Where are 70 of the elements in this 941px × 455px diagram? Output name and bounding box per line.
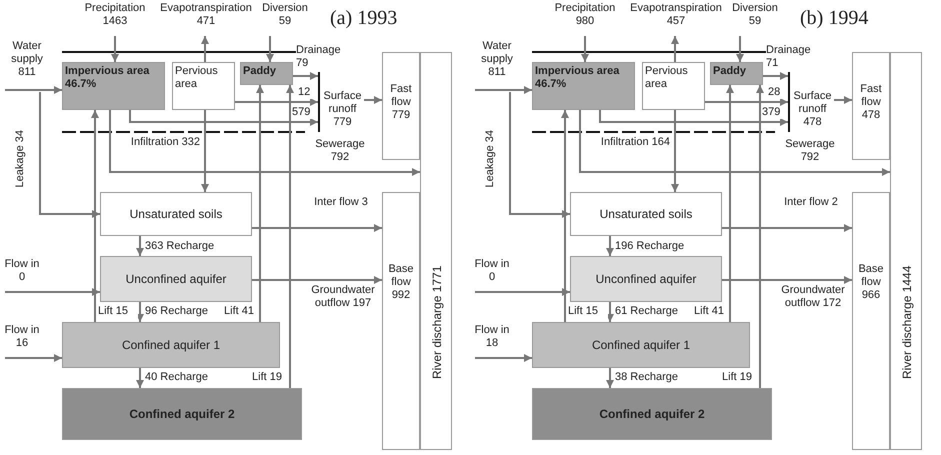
flow-arrow xyxy=(136,368,144,388)
flow-arrow xyxy=(364,96,382,104)
flow-arrow xyxy=(136,302,144,322)
flow-arrow xyxy=(722,224,852,232)
flow-arrow xyxy=(726,85,734,322)
flow-arrow xyxy=(252,276,382,284)
flow-arrow xyxy=(705,98,788,106)
aquifer-box: Confined aquifer 1 xyxy=(532,322,750,368)
flow-arrow xyxy=(722,276,852,284)
flow-arrow xyxy=(606,236,614,256)
flow-arrow xyxy=(475,288,570,296)
flow-arrow xyxy=(475,86,532,94)
runoff-label: Surface runoff 478 xyxy=(788,72,834,132)
flow-arrow xyxy=(599,110,788,126)
flow-arrow xyxy=(475,354,532,362)
flow-box: Base flow 992 xyxy=(382,192,420,450)
flow-box: Fast flow 779 xyxy=(382,52,420,160)
flow-arrow xyxy=(509,92,570,218)
flow-arrow xyxy=(286,85,294,388)
flow-arrow xyxy=(671,36,679,62)
land-area-box: Pervious area xyxy=(642,62,705,110)
flow-arrow xyxy=(763,72,788,80)
paddy-box: Paddy xyxy=(710,62,763,85)
flow-arrow xyxy=(579,110,890,176)
aquifer-box: Unconfined aquifer xyxy=(570,256,722,302)
flow-arrow xyxy=(834,96,852,104)
flow-arrow xyxy=(671,110,679,192)
runoff-label: Surface runoff 779 xyxy=(318,72,364,132)
paddy-box: Paddy xyxy=(240,62,293,85)
flow-arrow xyxy=(235,98,318,106)
aquifer-box: Confined aquifer 1 xyxy=(62,322,280,368)
flow-arrow xyxy=(111,36,119,62)
flow-arrow xyxy=(756,85,764,388)
flow-arrow xyxy=(5,288,100,296)
flow-arrow xyxy=(561,110,569,322)
flow-arrow xyxy=(5,86,62,94)
aquifer-box: Unconfined aquifer xyxy=(100,256,252,302)
flow-arrow xyxy=(136,236,144,256)
flow-arrow xyxy=(606,302,614,322)
flow-box: Base flow 966 xyxy=(852,192,890,450)
land-area-box: Impervious area 46.7% xyxy=(532,62,635,110)
flow-arrow xyxy=(606,368,614,388)
flow-arrow xyxy=(266,36,274,62)
flow-arrow xyxy=(91,110,99,322)
land-area-box: Impervious area 46.7% xyxy=(62,62,165,110)
edge-label: Leakage 34 xyxy=(484,130,497,188)
flow-arrow xyxy=(736,36,744,62)
edge-label: Lift 15 xyxy=(568,305,608,318)
aquifer-box: Confined aquifer 2 xyxy=(62,388,302,440)
flow-arrow xyxy=(201,110,209,192)
flow-arrow xyxy=(109,110,420,176)
flow-arrow xyxy=(5,354,62,362)
aquifer-box: Confined aquifer 2 xyxy=(532,388,772,440)
flow-arrow xyxy=(129,110,318,126)
flow-box: Fast flow 478 xyxy=(852,52,890,160)
discharge-box: River discharge 1444 xyxy=(890,52,922,450)
flow-arrow xyxy=(256,85,264,322)
discharge-box: River discharge 1771 xyxy=(420,52,452,450)
soil-layer-box: Unsaturated soils xyxy=(100,192,252,236)
flow-arrow xyxy=(293,72,318,80)
flow-arrow xyxy=(581,36,589,62)
edge-label: 96 Recharge xyxy=(145,305,210,318)
flow-arrow xyxy=(39,92,100,218)
flow-arrow xyxy=(252,224,382,232)
edge-label: Lift 15 xyxy=(98,305,138,318)
soil-layer-box: Unsaturated soils xyxy=(570,192,722,236)
land-area-box: Pervious area xyxy=(172,62,235,110)
edge-label: 61 Recharge xyxy=(615,305,680,318)
flow-arrow xyxy=(201,36,209,62)
edge-label: Leakage 34 xyxy=(14,130,27,188)
